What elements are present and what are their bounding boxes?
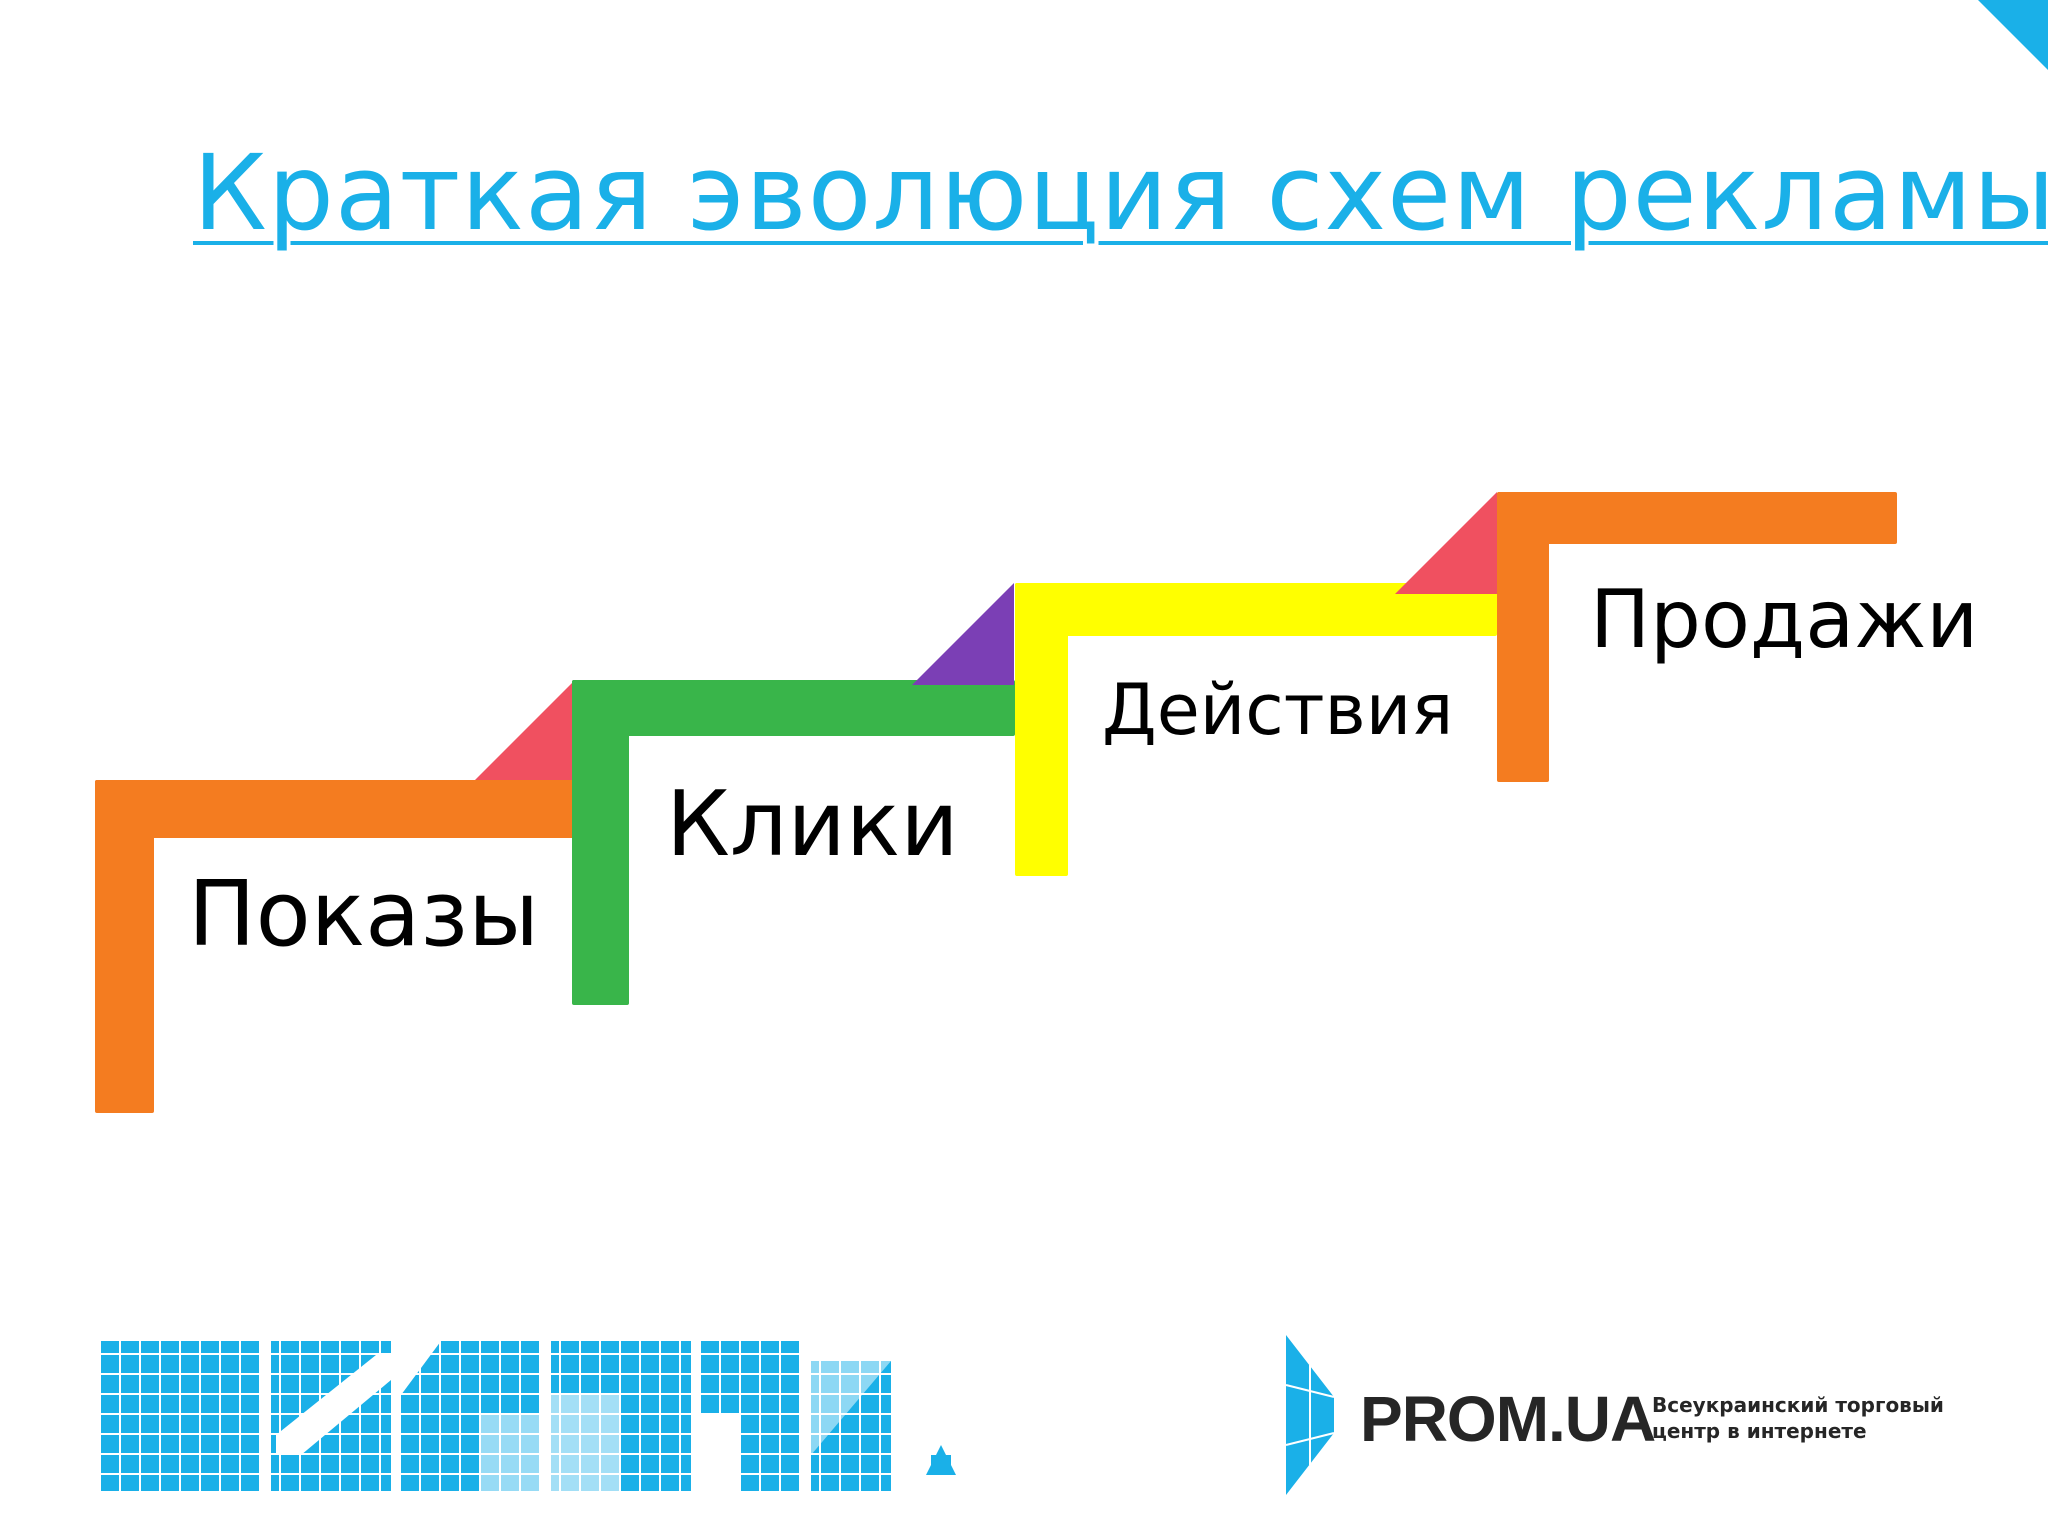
step-1-horizontal-bar [95, 780, 575, 838]
step-1-label: Показы [188, 862, 540, 967]
step-3-connector [1395, 492, 1497, 594]
step-4-label: Продажи [1590, 573, 1979, 666]
prom-arrow-icon [1285, 1335, 1335, 1495]
pixel-mosaic-logo [101, 1335, 961, 1495]
prom-tagline-line1: Всеукраинский торговый [1652, 1393, 1944, 1417]
step-2-connector [912, 583, 1014, 685]
step-1-connector [475, 680, 575, 780]
prom-name: PROM.UA [1360, 1383, 1656, 1455]
step-3-label: Действия [1102, 669, 1454, 751]
step-2-label: Клики [666, 772, 959, 877]
step-2-horizontal-bar [572, 680, 1015, 736]
prom-logo: PROM.UA Всеукраинский торговый центр в и… [1282, 1335, 1982, 1495]
prom-tagline-line2: центр в интернете [1652, 1419, 1867, 1443]
step-4-horizontal-bar [1497, 492, 1897, 544]
slide-title: Краткая эволюция схем рекламы [193, 132, 2048, 254]
prom-tagline: Всеукраинский торговый центр в интернете [1652, 1392, 1972, 1444]
corner-accent [1978, 0, 2048, 70]
